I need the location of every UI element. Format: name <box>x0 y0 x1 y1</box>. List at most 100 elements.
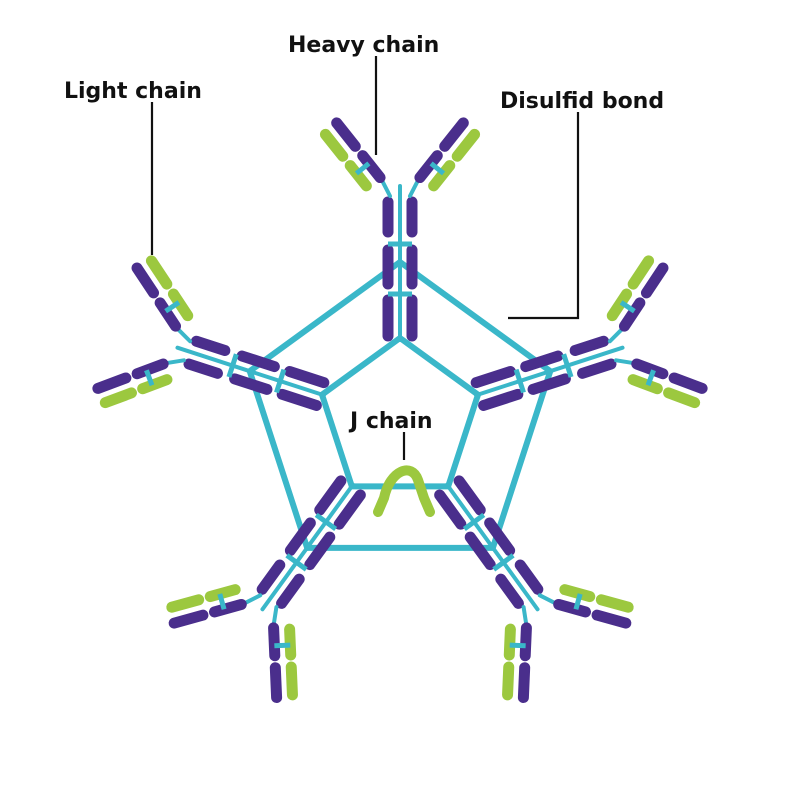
heavy-chain-fab-domain <box>519 622 532 662</box>
heavy-chain-fab-domain <box>631 358 669 380</box>
light-chain-domain <box>319 128 349 162</box>
interchain-disulfide-bond <box>226 353 239 378</box>
heavy-chain-fc-domain <box>284 517 316 556</box>
heavy-chain-fc-domain <box>276 388 322 411</box>
heavy-chain-fc-domain <box>569 335 610 356</box>
interchain-disulfide-bond <box>509 642 526 649</box>
heavy-chain-fc-domain <box>229 373 273 395</box>
heavy-chain-fc-domain <box>527 373 571 395</box>
heavy-chain-label: Heavy chain <box>288 33 439 58</box>
inner-disulfide-ring <box>319 335 481 490</box>
light-chain-domain <box>99 387 137 409</box>
light-chain-domain <box>595 594 634 613</box>
light-chain-domain <box>204 584 241 603</box>
heavy-chain-fc-domain <box>495 573 524 609</box>
heavy-chain-fc-domain <box>256 559 286 595</box>
outer-disulfide-ring <box>246 259 554 551</box>
light-chain-domain <box>451 128 481 162</box>
heavy-chain-fab-domain <box>131 262 160 299</box>
heavy-chain-fab-domain <box>517 662 531 704</box>
light-chain-domain <box>344 160 372 192</box>
heavy-chain-fab-domain <box>640 262 669 299</box>
antibody-monomer-4 <box>166 475 366 704</box>
interchain-disulfide-bond <box>492 553 515 572</box>
j-chain-label: J chain <box>348 409 433 434</box>
heavy-chain-fab-domain <box>168 609 209 629</box>
heavy-chain-fc-domain <box>314 475 347 516</box>
heavy-chain-fc-domain <box>484 517 516 556</box>
heavy-chain-fc-domain <box>236 350 280 373</box>
light-chain-domain <box>167 288 194 322</box>
interchain-disulfide-bond <box>217 593 227 610</box>
interchain-disulfide-bond <box>144 369 155 387</box>
light-chain-domain <box>137 374 173 395</box>
heavy-chain-fab-domain <box>154 297 182 332</box>
light-chain-domain <box>663 387 701 409</box>
light-chain-domain <box>627 255 655 290</box>
heavy-chain-fc-domain <box>333 489 366 530</box>
heavy-chain-fc-domain <box>470 366 516 389</box>
antibody-monomer-3 <box>434 475 634 704</box>
hinge-connector <box>260 482 355 612</box>
heavy-chain-fab-domain <box>668 372 708 394</box>
hinge-connector <box>175 345 326 398</box>
heavy-chain-fab-domain <box>357 150 386 184</box>
light-chain-domain <box>145 255 173 290</box>
disulfid-bond-label: Disulfid bond <box>500 89 664 114</box>
interchain-disulfide-bond <box>285 553 308 572</box>
disulfide-bond-network <box>246 259 554 551</box>
j-chain-arc <box>373 465 435 517</box>
light-chain-label: Light chain <box>64 79 202 104</box>
interchain-disulfide-bond <box>274 642 291 649</box>
heavy-chain-fab-domain <box>131 358 169 380</box>
heavy-chain-fc-domain <box>514 559 544 595</box>
heavy-chain-fab-domain <box>414 150 443 184</box>
heavy-chain-fab-domain <box>208 598 247 618</box>
disulfid-bond-leader <box>508 112 580 320</box>
light-chain-domain <box>166 594 205 613</box>
heavy-chain-fc-domain <box>478 388 524 411</box>
interchain-disulfide-bond <box>429 161 446 176</box>
heavy-chain-fc-domain <box>183 358 223 379</box>
heavy-chain-fc-domain <box>520 350 564 373</box>
interchain-disulfide-bond <box>462 512 486 532</box>
light-chain-domain <box>284 623 297 661</box>
heavy-chain-fab-domain <box>92 372 132 394</box>
heavy-chain-fc-domain <box>304 531 336 571</box>
heavy-chain-fc-domain <box>577 358 617 379</box>
light-chain-domain <box>503 623 516 661</box>
light-chain-domain <box>559 584 596 603</box>
heavy-chain-fab-domain <box>268 622 281 662</box>
interchain-disulfide-bond <box>619 300 636 314</box>
heavy-chain-fab-domain <box>439 117 469 152</box>
interchain-disulfide-bond <box>314 512 338 532</box>
light-chain-domain <box>627 374 663 395</box>
heavy-chain-fc-domain <box>434 489 467 530</box>
heavy-chain-fc-domain <box>190 335 231 356</box>
light-chain-domain <box>428 160 456 192</box>
antibody-monomers <box>92 117 708 704</box>
light-chain-domain <box>285 661 298 701</box>
interchain-disulfide-bond <box>573 593 583 610</box>
heavy-chain-fab-domain <box>331 117 361 152</box>
interchain-disulfide-bond <box>274 368 287 394</box>
interchain-disulfide-bond <box>645 369 656 387</box>
antibody-monomer-1 <box>319 117 481 342</box>
antibody-monomer-2 <box>470 255 708 411</box>
interchain-disulfide-bond <box>561 353 574 378</box>
heavy-chain-fc-domain <box>276 573 305 609</box>
light-chain-domain <box>502 661 515 701</box>
antibody-monomer-5 <box>92 255 330 411</box>
heavy-chain-fab-domain <box>553 598 592 618</box>
hinge-connector <box>445 482 540 612</box>
heavy-chain-fab-domain <box>591 609 632 629</box>
heavy-chain-fc-domain <box>464 531 496 571</box>
interchain-disulfide-bond <box>164 300 181 314</box>
heavy-chain-fc-domain <box>453 475 486 516</box>
heavy-chain-fc-domain <box>284 366 330 389</box>
heavy-chain-fab-domain <box>269 662 283 704</box>
heavy-chain-fab-domain <box>618 297 646 332</box>
interchain-disulfide-bond <box>513 368 526 394</box>
